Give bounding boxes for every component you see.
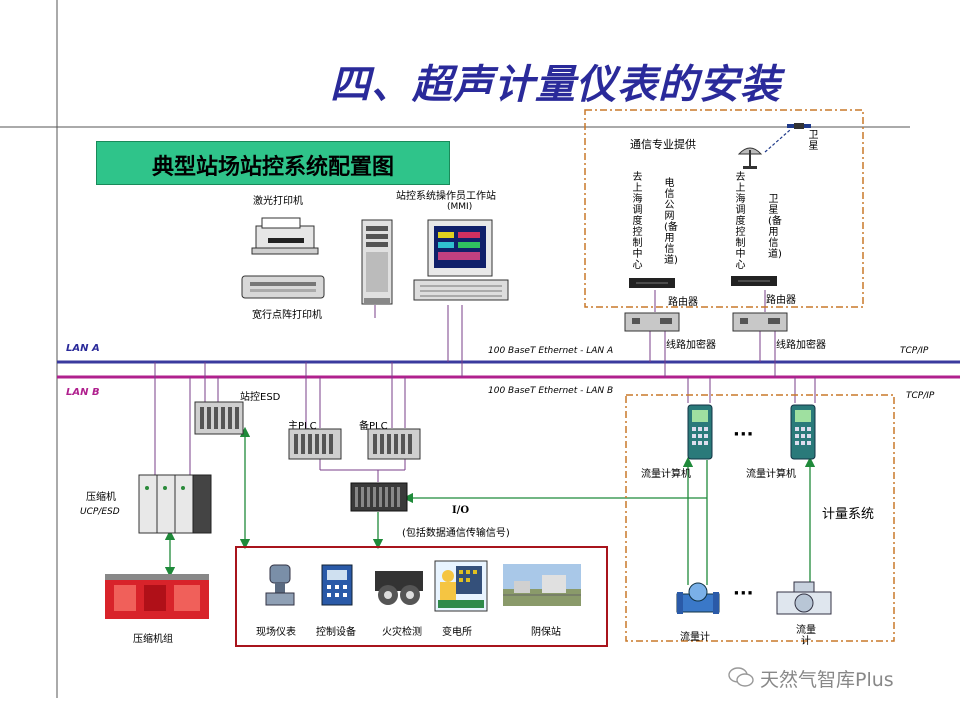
flow-computer-1-icon	[687, 404, 713, 460]
laser-printer-label: 激光打印机	[253, 196, 303, 207]
satellite-label: 卫星	[808, 130, 819, 152]
lan-b-label: LAN B	[66, 387, 100, 398]
telecom-net-label: 电信公网(备用信道)	[664, 178, 678, 266]
field-devices-box	[235, 546, 608, 647]
fire-detection-icon	[375, 571, 423, 605]
workstation-icon	[413, 219, 509, 301]
flow-computer-1-label: 流量计算机	[641, 469, 691, 480]
substation-icon	[434, 560, 488, 612]
router-1-label: 路由器	[668, 297, 698, 308]
flow-meter-1-label: 流量计	[680, 632, 710, 643]
field-item-cathodic: 阴保站	[531, 627, 561, 638]
field-item-fire: 火灾检测	[382, 627, 422, 638]
encryptor-2-label: 线路加密器	[776, 340, 826, 351]
io-rack-icon	[350, 482, 408, 512]
encryptor-1-icon	[624, 312, 680, 332]
laser-printer-icon	[251, 217, 319, 255]
dot-matrix-printer-label: 宽行点阵打印机	[252, 310, 322, 321]
subtitle-box: 典型站场站控系统配置图	[96, 141, 450, 185]
tcpip-a-label: TCP/IP	[900, 346, 929, 356]
satellite-icon	[787, 123, 811, 129]
ucp-cabinet-icon	[138, 474, 212, 534]
flow-meter-2-label: 流量计	[796, 625, 816, 647]
to-shanghai-2-label: 去上海调度控制中心	[735, 172, 746, 271]
telecom-box	[584, 109, 864, 308]
router-2-label: 路由器	[766, 295, 796, 306]
router-2-icon	[731, 276, 777, 286]
flow-meter-1-icon	[676, 582, 720, 614]
metering-system-label: 计量系统	[822, 507, 875, 522]
flow-computer-2-icon	[790, 404, 816, 460]
compressor-label: 压缩机	[86, 492, 116, 503]
main-plc-icon	[288, 428, 342, 460]
field-item-control: 控制设备	[316, 627, 356, 638]
io-note: (包括数据通信传输信号)	[402, 528, 510, 539]
field-item-instrument: 现场仪表	[256, 627, 296, 638]
mmi-label: (MMI)	[447, 202, 473, 212]
diagram-title: 典型站场站控系统配置图	[151, 154, 394, 180]
satellite-dish-icon	[737, 147, 763, 169]
cathodic-protection-station-icon	[503, 564, 581, 606]
router-1-icon	[629, 278, 675, 288]
encryptor-2-icon	[732, 312, 788, 332]
io-label: I/O	[452, 505, 470, 516]
workstation-label: 站控系统操作员工作站	[396, 191, 496, 202]
field-instrument-icon	[265, 564, 295, 606]
ellipsis-bottom: ···	[733, 583, 754, 604]
station-esd-label: 站控ESD	[240, 392, 281, 403]
wechat-icon	[728, 667, 754, 687]
backup-plc-label: 备PLC	[359, 421, 388, 432]
satellite-channel-label: 卫星(备用信道)	[768, 194, 782, 260]
control-device-icon	[321, 564, 353, 606]
to-shanghai-1-label: 去上海调度控制中心	[632, 172, 643, 271]
ethernet-a-label: 100 BaseT Ethernet - LAN A	[488, 346, 614, 356]
server-tower-icon	[361, 219, 393, 305]
encryptor-1-label: 线路加密器	[666, 340, 716, 351]
compressor-unit-label: 压缩机组	[133, 634, 173, 645]
telecom-provider-label: 通信专业提供	[630, 138, 696, 151]
main-plc-label: 主PLC	[288, 421, 317, 432]
dot-matrix-printer-icon	[241, 275, 325, 299]
backup-plc-icon	[367, 428, 421, 460]
metering-box	[625, 394, 895, 642]
tcpip-b-label: TCP/IP	[906, 391, 935, 401]
ellipsis-top: ···	[733, 424, 754, 445]
watermark-text: 天然气智库Plus	[760, 669, 894, 691]
compressor-unit-icon	[105, 574, 209, 619]
flow-computer-2-label: 流量计算机	[746, 469, 796, 480]
ucp-esd-label: UCP/ESD	[80, 507, 120, 517]
esd-rack-icon	[194, 401, 244, 435]
flow-meter-2-icon	[776, 581, 832, 615]
lan-a-label: LAN A	[66, 343, 100, 354]
field-item-substation: 变电所	[442, 627, 472, 638]
ethernet-b-label: 100 BaseT Ethernet - LAN B	[488, 386, 614, 396]
slide-title: 四、超声计量仪表的安装	[330, 62, 781, 108]
